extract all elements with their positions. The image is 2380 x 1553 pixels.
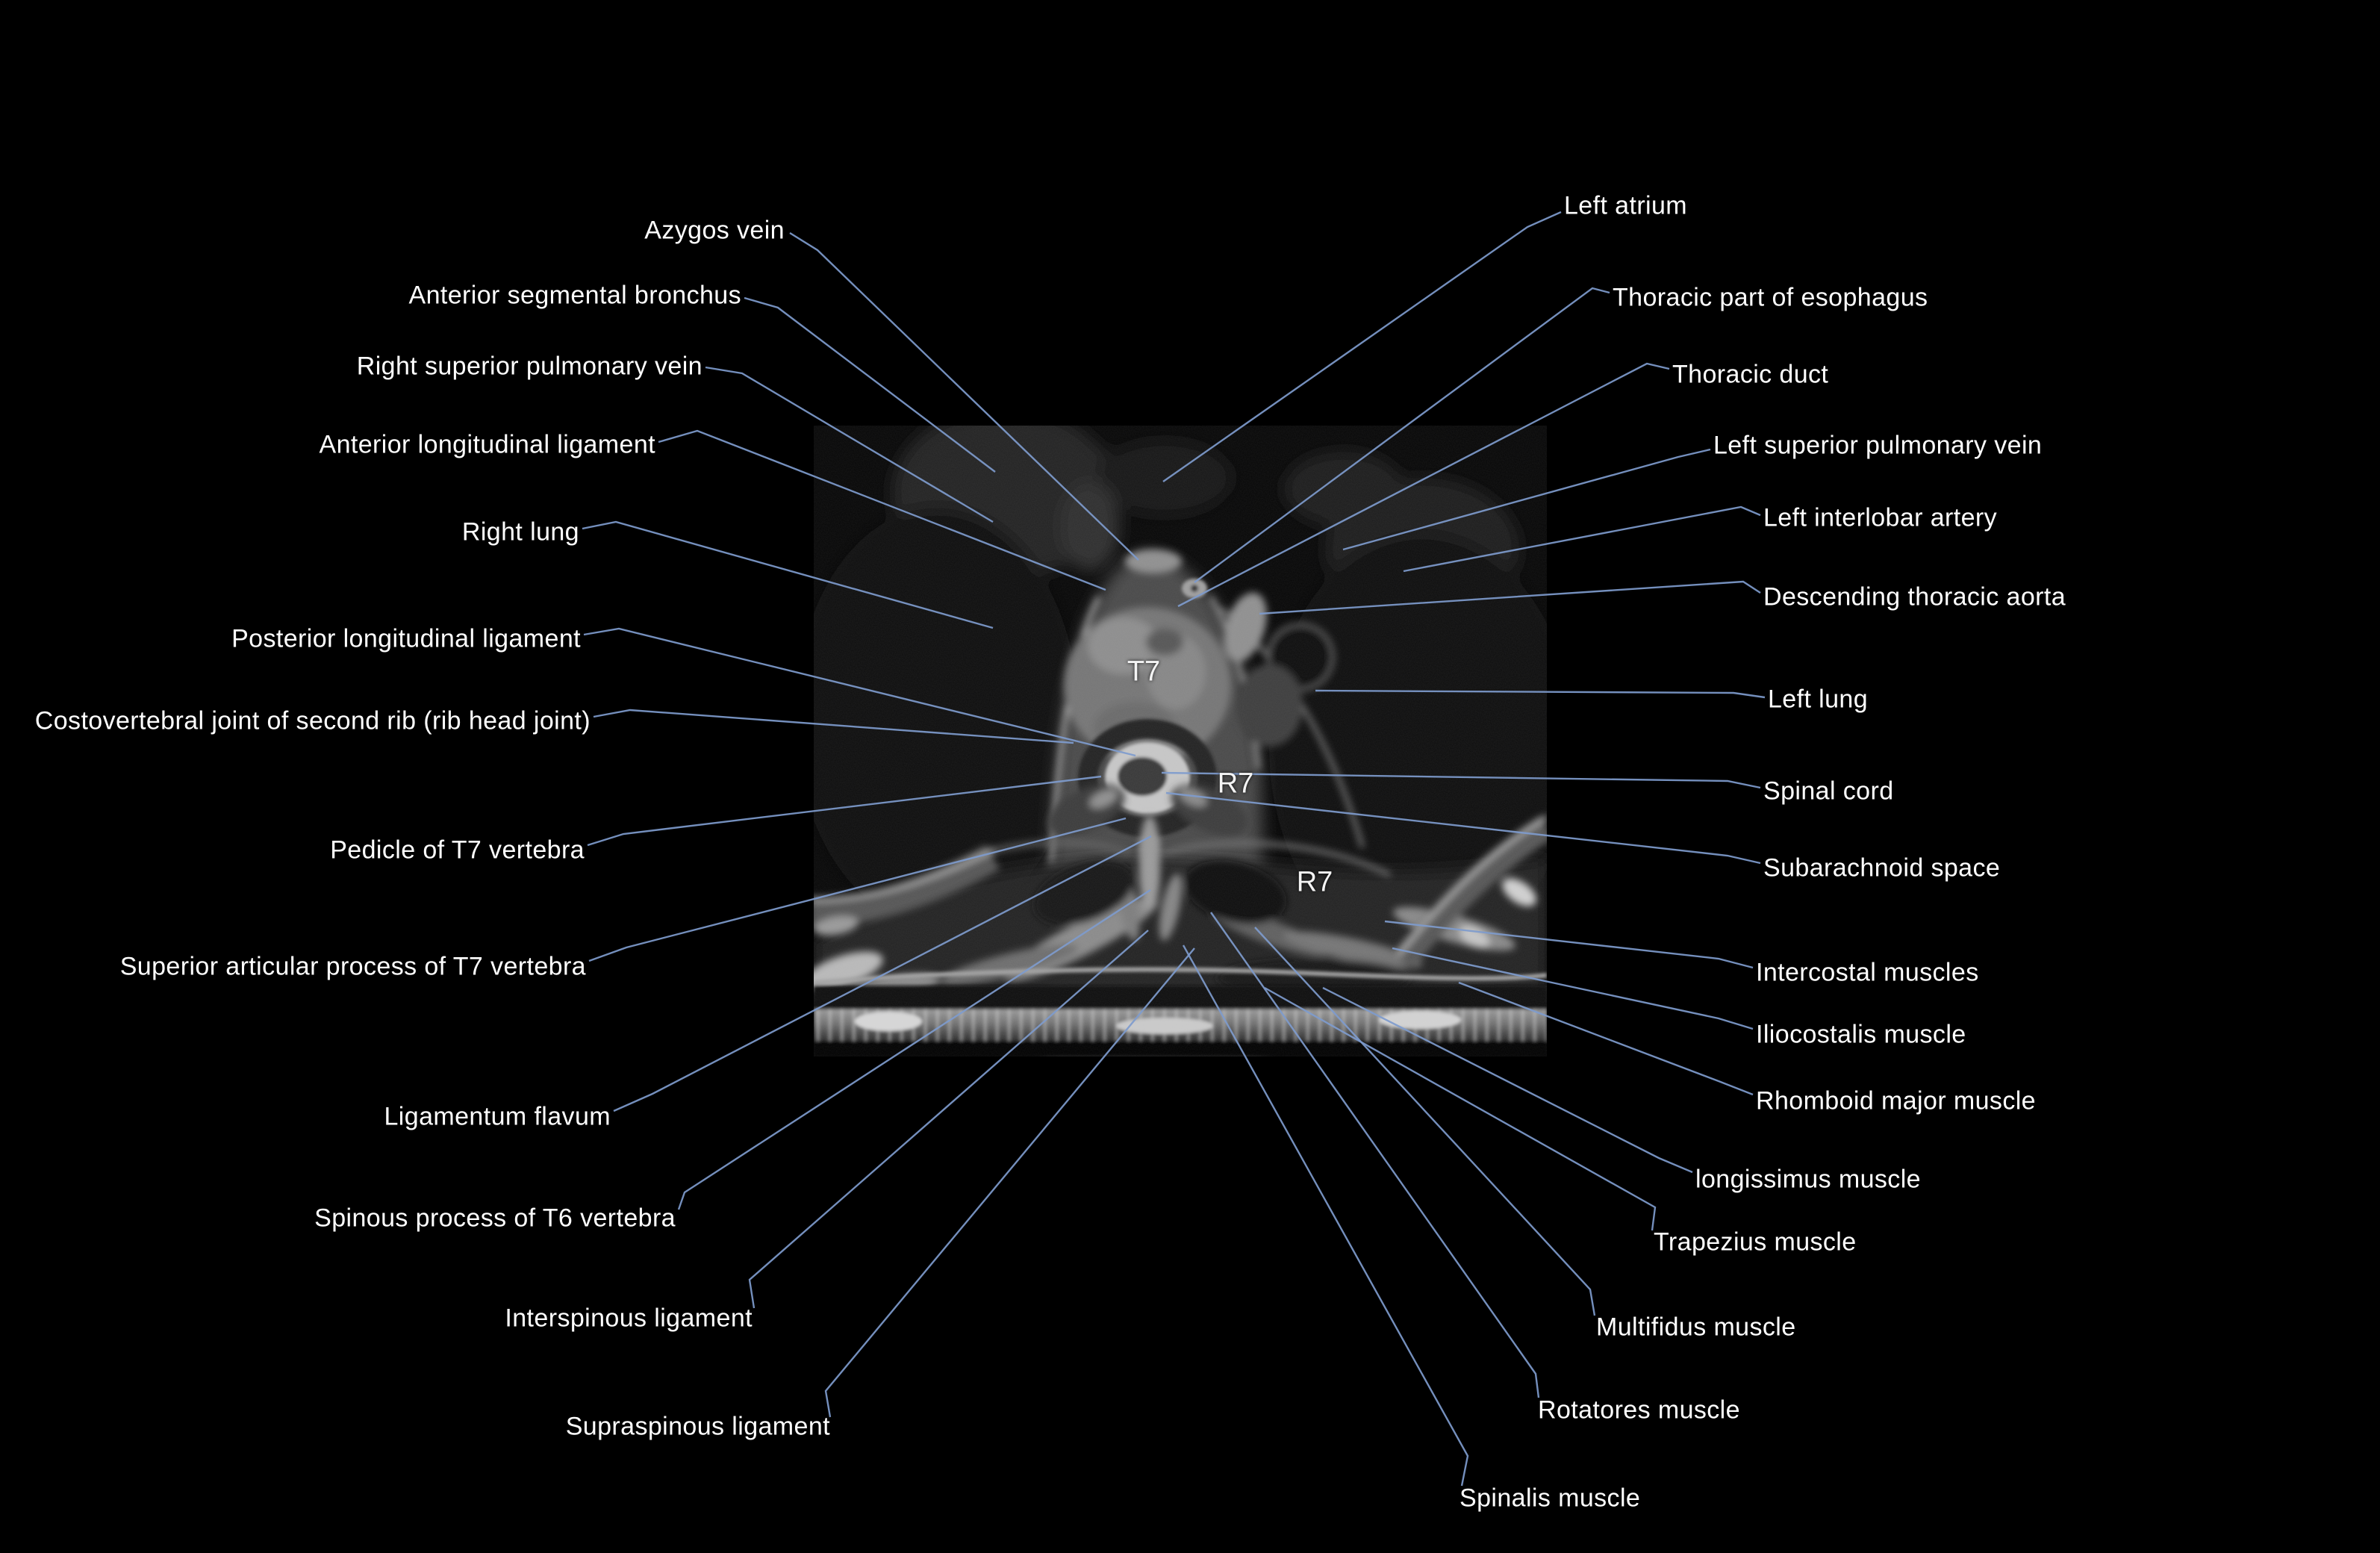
leader-line-costovertebral-joint-of-second-rib-rib-head-joint [593, 709, 1074, 744]
label-left-superior-pulmonary-vein: Left superior pulmonary vein [1713, 431, 2043, 460]
label-iliocostalis-muscle: Iliocostalis muscle [1756, 1020, 1966, 1049]
label-right-superior-pulmonary-vein: Right superior pulmonary vein [356, 352, 703, 381]
label-left-interlobar-artery: Left interlobar artery [1763, 503, 1998, 532]
leader-line-pedicle-of-t7-vertebra [587, 775, 1102, 847]
leader-line-longissimus-muscle [1322, 986, 1693, 1174]
leader-line-superior-articular-process-of-t7-vertebra [588, 817, 1127, 962]
leader-line-spinalis-muscle [1182, 944, 1469, 1487]
label-rotatores-muscle: Rotatores muscle [1538, 1395, 1740, 1425]
label-descending-thoracic-aorta: Descending thoracic aorta [1763, 582, 2066, 611]
label-longissimus-muscle: longissimus muscle [1695, 1165, 1921, 1194]
label-spinalis-muscle: Spinalis muscle [1460, 1484, 1641, 1513]
leader-line-trapezius-muscle [1264, 986, 1657, 1231]
leader-line-rotatores-muscle [1210, 912, 1540, 1398]
label-interspinous-ligament: Interspinous ligament [505, 1304, 753, 1333]
label-left-atrium: Left atrium [1564, 191, 1688, 220]
leader-line-iliocostalis-muscle [1392, 947, 1754, 1030]
label-ligamentum-flavum: Ligamentum flavum [384, 1102, 611, 1131]
film-grain [814, 426, 1547, 1056]
marker-r7-1: R7 [1217, 768, 1254, 800]
label-supraspinous-ligament: Supraspinous ligament [565, 1412, 830, 1441]
label-intercostal-muscles: Intercostal muscles [1756, 958, 1979, 987]
leader-line-thoracic-duct [1177, 362, 1670, 608]
leader-line-interspinous-ligament [748, 930, 1149, 1309]
leader-line-intercostal-muscles [1384, 920, 1754, 969]
label-trapezius-muscle: Trapezius muscle [1654, 1227, 1857, 1257]
leader-line-anterior-segmental-bronchus [744, 296, 996, 473]
leader-line-posterior-longitudinal-ligament [583, 627, 1136, 757]
leader-line-right-lung [582, 520, 994, 629]
leader-line-spinal-cord [1161, 771, 1761, 789]
leader-line-thoracic-part-of-esophagus [1194, 287, 1610, 583]
leader-line-left-lung [1315, 689, 1766, 699]
leader-line-right-superior-pulmonary-vein [705, 366, 994, 523]
label-subarachnoid-space: Subarachnoid space [1763, 853, 2001, 883]
label-right-lung: Right lung [461, 517, 579, 547]
label-azygos-vein: Azygos vein [644, 216, 785, 245]
leader-line-azygos-vein [789, 231, 1139, 561]
label-pedicle-of-t7-vertebra: Pedicle of T7 vertebra [330, 835, 585, 865]
leader-line-descending-thoracic-aorta [1259, 580, 1761, 615]
label-anterior-segmental-bronchus: Anterior segmental bronchus [408, 281, 741, 310]
leader-line-subarachnoid-space [1165, 791, 1761, 865]
label-costovertebral-joint-of-second-rib-rib-head-joint: Costovertebral joint of second rib (rib … [34, 706, 591, 735]
label-spinous-process-of-t6-vertebra: Spinous process of T6 vertebra [314, 1204, 676, 1233]
leader-line-anterior-longitudinal-ligament [658, 429, 1106, 591]
label-posterior-longitudinal-ligament: Posterior longitudinal ligament [231, 624, 581, 653]
label-superior-articular-process-of-t7-vertebra: Superior articular process of T7 vertebr… [119, 952, 586, 981]
marker-t7-0: T7 [1127, 656, 1161, 688]
label-rhomboid-major-muscle: Rhomboid major muscle [1756, 1086, 2036, 1115]
leader-line-supraspinous-ligament [824, 947, 1195, 1418]
leader-line-multifidus-muscle [1254, 927, 1596, 1316]
label-anterior-longitudinal-ligament: Anterior longitudinal ligament [319, 430, 655, 459]
leader-line-left-interlobar-artery [1403, 505, 1761, 573]
leader-line-ligamentum-flavum [613, 835, 1152, 1112]
label-spinal-cord: Spinal cord [1763, 776, 1894, 806]
leader-line-left-atrium [1162, 211, 1562, 482]
label-multifidus-muscle: Multifidus muscle [1596, 1313, 1796, 1342]
label-thoracic-duct: Thoracic duct [1672, 360, 1829, 389]
leader-line-left-superior-pulmonary-vein [1342, 448, 1711, 551]
marker-r7-2: R7 [1296, 866, 1333, 898]
label-thoracic-part-of-esophagus: Thoracic part of esophagus [1613, 283, 1928, 312]
label-left-lung: Left lung [1768, 685, 1869, 714]
leader-line-spinous-process-of-t6-vertebra [677, 888, 1151, 1210]
leader-line-rhomboid-major-muscle [1458, 981, 1754, 1096]
